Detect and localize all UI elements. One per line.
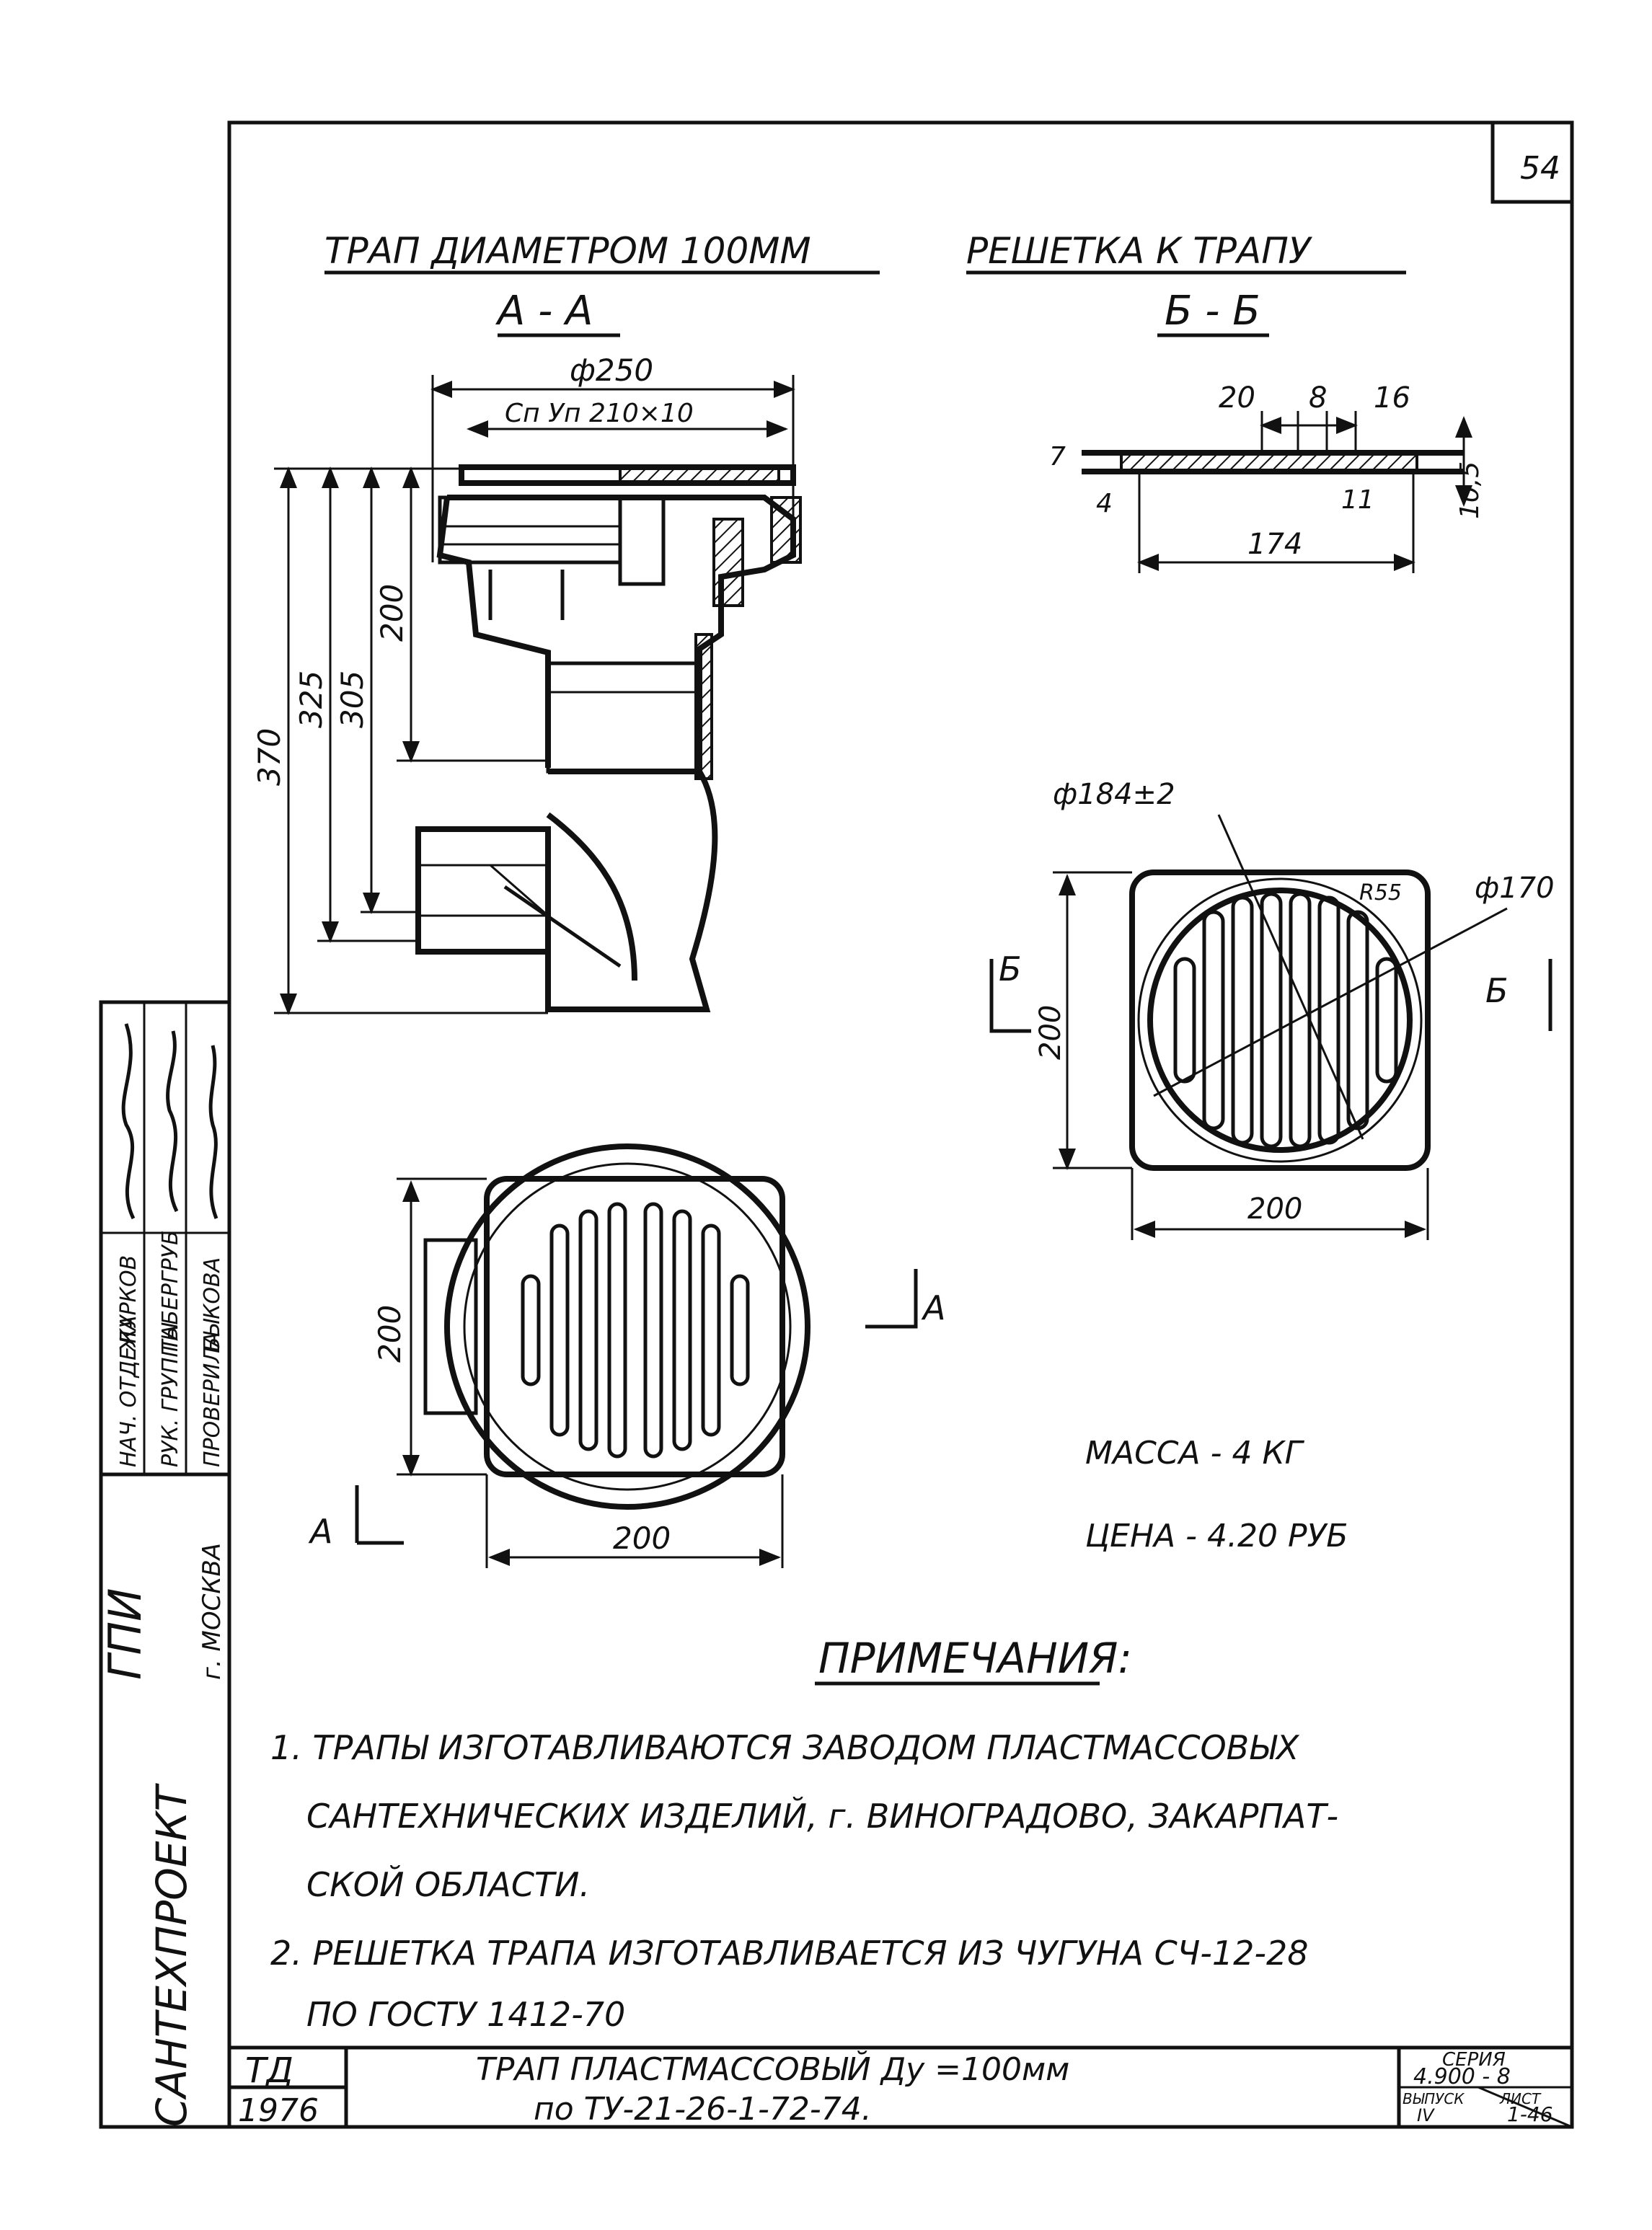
signature-2 xyxy=(166,1030,179,1213)
trap-section-title: ТРАП ДИАМЕТРОМ 100ММ xyxy=(324,230,811,272)
trap-cut-right: А xyxy=(921,1288,945,1327)
sheet-label: ЛИСТ xyxy=(1499,2090,1542,2107)
sheet-frame xyxy=(99,120,1574,2129)
side-org-1: ГПИ xyxy=(99,1588,151,1680)
notes-line-5: ПО ГОСТУ 1412-70 xyxy=(306,1995,625,2034)
side-role-1: НАЧ. ОТДЕЛА xyxy=(116,1316,141,1467)
trap-cut-left: А xyxy=(308,1512,332,1551)
grate-dim-r55: R55 xyxy=(1359,880,1402,906)
grate-dim-174: 174 xyxy=(1247,528,1302,561)
signature-3 xyxy=(208,1045,218,1219)
notes-line-1: 1. ТРАПЫ ИЗГОТАВЛИВАЮТСЯ ЗАВОДОМ ПЛАСТМА… xyxy=(270,1728,1300,1767)
trap-section-label: А - А xyxy=(495,288,593,335)
grate-dim-170: ф170 xyxy=(1475,872,1555,905)
grate-dim-10-5: 10,5 xyxy=(1455,461,1485,519)
mass-label: МАССА - 4 КГ xyxy=(1085,1435,1305,1472)
grate-dim-8: 8 xyxy=(1309,381,1327,415)
grate-section-title: РЕШЕТКА К ТРАПУ xyxy=(966,230,1313,272)
trap-dim-370: 370 xyxy=(252,728,287,786)
notes-title: ПРИМЕЧАНИЯ: xyxy=(818,1634,1132,1683)
side-role-3: ПРОВЕРИЛА xyxy=(200,1332,225,1467)
title-td: ТД xyxy=(245,2050,293,2091)
notes-line-2: САНТЕХНИЧЕСКИХ ИЗДЕЛИЙ, г. ВИНОГРАДОВО, … xyxy=(306,1797,1338,1836)
price-label: ЦЕНА - 4.20 РУБ xyxy=(1085,1518,1348,1554)
side-block: ГПИ САНТЕХПРОЕКТ г. МОСКВА НАЧ. ОТДЕЛА Р… xyxy=(99,1023,226,2127)
grate-section-label: Б - Б xyxy=(1165,288,1260,335)
grate-dim-200-v: 200 xyxy=(1034,1005,1067,1060)
trap-plan: 200 200 А А xyxy=(308,1143,945,1568)
title-line-2: по ТУ-21-26-1-72-74. xyxy=(534,2091,872,2128)
side-name-1: ЖУРКОВ xyxy=(116,1255,141,1353)
notes-line-4: 2. РЕШЕТКА ТРАПА ИЗГОТАВЛИВАЕТСЯ ИЗ ЧУГУ… xyxy=(270,1934,1309,1973)
grate-dim-11: 11 xyxy=(1341,485,1374,515)
trap-dim-200: 200 xyxy=(374,584,410,642)
series-label: СЕРИЯ xyxy=(1442,2049,1506,2071)
side-org-3: г. МОСКВА xyxy=(198,1543,226,1680)
sheet-value: 1-46 xyxy=(1507,2102,1553,2126)
side-org-2: САНТЕХПРОЕКТ xyxy=(147,1782,196,2127)
grate-cut-right: Б xyxy=(1485,971,1509,1010)
trap-plan-dim-200-h: 200 xyxy=(613,1521,671,1556)
title-year: 1976 xyxy=(238,2092,319,2129)
sheet-number: 54 xyxy=(1520,150,1560,187)
grate-dim-7: 7 xyxy=(1049,442,1066,472)
notes-block: ПРИМЕЧАНИЯ: 1. ТРАПЫ ИЗГОТАВЛИВАЮТСЯ ЗАВ… xyxy=(270,1634,1338,2034)
trap-dim-305: 305 xyxy=(335,671,370,728)
grate-dim-20: 20 xyxy=(1219,381,1255,415)
issue-label: ВЫПУСК xyxy=(1403,2090,1465,2107)
signature-1 xyxy=(121,1023,136,1220)
grate-plan: ф184±2 ф170 R55 200 200 Б Б xyxy=(989,778,1555,1240)
grate-cut-left: Б xyxy=(999,950,1022,988)
title-line-1: ТРАП ПЛАСТМАССОВЫЙ Ду =100мм xyxy=(476,2050,1069,2088)
trap-dim-325: 325 xyxy=(293,671,329,728)
series-value: 4.900 - 8 xyxy=(1413,2064,1511,2089)
trap-section: ТРАП ДИАМЕТРОМ 100ММ А - А ф250 Сп Уп 21… xyxy=(252,230,880,1015)
side-role-2: РУК. ГРУППЫ xyxy=(158,1322,183,1467)
title-block: ТД 1976 ТРАП ПЛАСТМАССОВЫЙ Ду =100мм по … xyxy=(229,2045,1573,2129)
trap-plan-dim-200-v: 200 xyxy=(372,1305,407,1363)
grate-dim-184: ф184±2 xyxy=(1053,778,1175,811)
side-name-3: БЫКОВА xyxy=(200,1257,225,1352)
trap-dim-top-diameter: ф250 xyxy=(570,353,653,388)
issue-value: IV xyxy=(1417,2105,1435,2125)
grate-dim-200-h: 200 xyxy=(1247,1193,1302,1226)
grate-dim-4: 4 xyxy=(1096,489,1113,518)
grate-dim-16: 16 xyxy=(1374,381,1410,415)
grate-section: РЕШЕТКА К ТРАПУ Б - Б 20 8 16 7 4 11 10,… xyxy=(966,230,1485,573)
notes-line-3: СКОЙ ОБЛАСТИ. xyxy=(306,1865,590,1904)
trap-dim-top-note: Сп Уп 210×10 xyxy=(505,399,694,428)
side-name-2: ГАБЕРГРУБ xyxy=(158,1230,183,1352)
